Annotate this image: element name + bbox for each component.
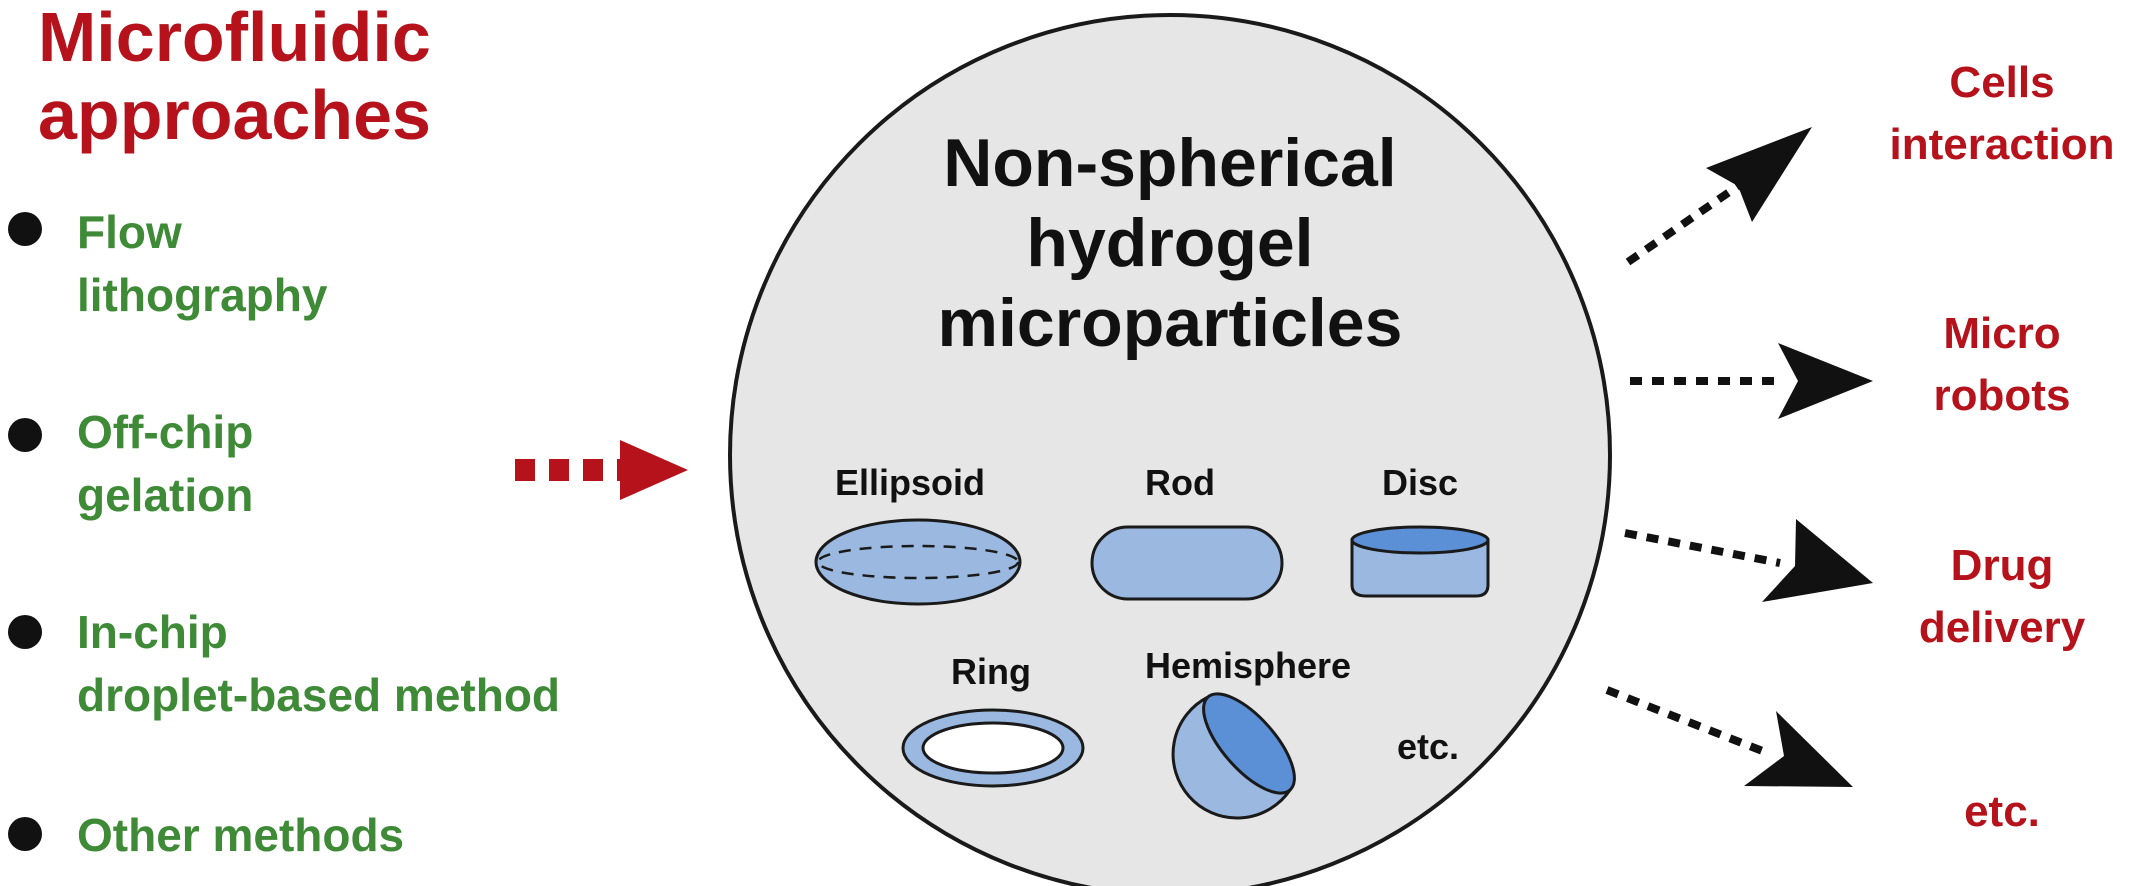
application-label-line1: Drug	[1950, 541, 2054, 590]
bullet-icon	[8, 817, 42, 851]
application-label-line2: robots	[1933, 371, 2071, 420]
shape-label-etc: etc.	[1396, 726, 1460, 767]
bullet-icon	[8, 615, 42, 649]
output-arrow-robots	[1630, 343, 1873, 419]
method-label-line1: Flow	[77, 206, 182, 258]
output-arrow-cells	[1625, 127, 1812, 266]
output-arrow-etc	[1605, 686, 1853, 787]
bullet-icon	[8, 212, 42, 246]
method-label: In-chip droplet-based method	[77, 601, 560, 727]
hemisphere-shape	[1171, 692, 1296, 820]
method-label-line1: Off-chip	[77, 406, 254, 458]
method-label-line2: gelation	[77, 469, 254, 521]
center-title-line1: Non-spherical	[943, 125, 1397, 201]
output-arrow-drug	[1624, 519, 1873, 602]
shape-label-ellipsoid: Ellipsoid	[834, 462, 986, 503]
center-title: Non-spherical hydrogel microparticles	[855, 123, 1485, 363]
method-label-line2: lithography	[77, 269, 328, 321]
method-label-line2: droplet-based method	[77, 669, 561, 721]
central-circle	[728, 13, 1612, 886]
ring-shape	[901, 708, 1085, 788]
rod-shape	[1090, 525, 1284, 601]
center-title-line2: hydrogel	[1026, 205, 1314, 281]
approaches-title: Microfluidic approaches	[38, 0, 431, 154]
approaches-title-line1: Microfluidic	[38, 0, 431, 76]
shape-label-rod: Rod	[1145, 462, 1215, 503]
shape-label-disc: Disc	[1381, 462, 1459, 503]
application-label-line1: etc.	[1964, 787, 2040, 836]
application-label-line2: delivery	[1918, 603, 2086, 652]
shape-label-hemisphere: Hemisphere	[1144, 645, 1352, 686]
bullet-icon	[8, 418, 42, 452]
disc-shape	[1350, 525, 1490, 598]
center-title-line3: microparticles	[937, 285, 1403, 361]
application-micro-robots: Micro robots	[1934, 303, 2071, 427]
application-label-line2: interaction	[1889, 120, 2115, 169]
method-label: Flow lithography	[77, 201, 327, 327]
application-etc: etc.	[1964, 781, 2040, 843]
method-label: Off-chip gelation	[77, 401, 253, 527]
method-label-line1: Other methods	[77, 809, 405, 861]
approaches-title-line2: approaches	[38, 76, 431, 154]
application-label-line1: Cells	[1949, 58, 2055, 107]
application-cells-interaction: Cells interaction	[1890, 52, 2115, 176]
input-arrow	[515, 440, 688, 500]
shape-label-ring: Ring	[951, 651, 1031, 692]
method-label-line1: In-chip	[77, 606, 228, 658]
method-label: Other methods	[77, 804, 404, 867]
ellipsoid-shape	[814, 518, 1022, 606]
application-label-line1: Micro	[1943, 309, 2061, 358]
application-drug-delivery: Drug delivery	[1919, 535, 2085, 659]
